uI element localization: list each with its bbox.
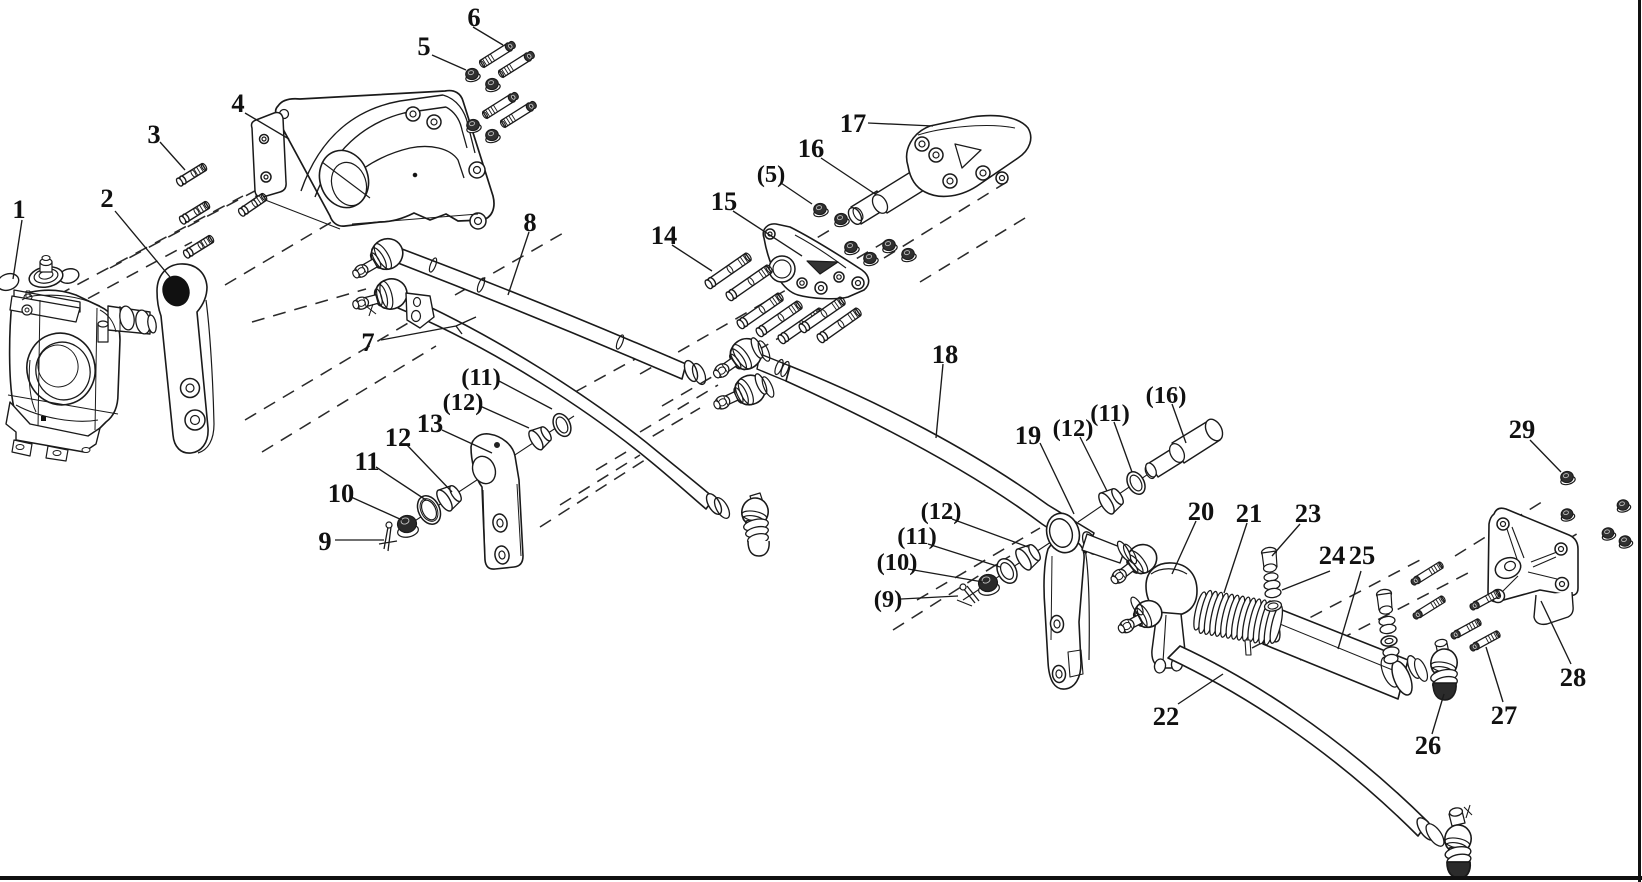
svg-text:29: 29 (1509, 414, 1536, 444)
svg-text:8: 8 (523, 207, 536, 237)
svg-text:28: 28 (1560, 662, 1587, 692)
svg-text:17: 17 (840, 108, 867, 138)
svg-text:4: 4 (231, 88, 244, 118)
svg-text:26: 26 (1415, 730, 1442, 760)
svg-text:13: 13 (417, 408, 444, 438)
svg-text:(12): (12) (921, 498, 962, 525)
svg-text:2: 2 (100, 183, 113, 213)
svg-text:23: 23 (1295, 498, 1322, 528)
svg-text:9: 9 (318, 526, 331, 556)
svg-text:16: 16 (798, 133, 825, 163)
svg-text:10: 10 (328, 478, 355, 508)
svg-text:(11): (11) (461, 364, 500, 391)
svg-text:20: 20 (1188, 496, 1215, 526)
svg-text:(12): (12) (1053, 415, 1094, 442)
svg-text:19: 19 (1015, 420, 1042, 450)
svg-text:(5): (5) (757, 161, 786, 188)
svg-text:3: 3 (147, 119, 160, 149)
svg-text:5: 5 (417, 31, 430, 61)
svg-text:27: 27 (1491, 700, 1518, 730)
svg-text:(16): (16) (1146, 382, 1187, 409)
svg-text:7: 7 (361, 327, 374, 357)
svg-text:(10): (10) (877, 549, 918, 576)
svg-text:(11): (11) (897, 523, 936, 550)
svg-text:22: 22 (1153, 701, 1180, 731)
svg-text:6: 6 (467, 2, 480, 32)
svg-text:14: 14 (651, 220, 678, 250)
svg-text:15: 15 (711, 186, 738, 216)
svg-text:12: 12 (385, 422, 412, 452)
svg-text:(9): (9) (874, 586, 903, 613)
svg-text:18: 18 (932, 339, 959, 369)
svg-text:11: 11 (354, 446, 379, 476)
svg-text:24: 24 (1319, 540, 1346, 570)
svg-text:1: 1 (12, 194, 25, 224)
svg-text:(11): (11) (1090, 400, 1129, 427)
svg-text:21: 21 (1236, 498, 1263, 528)
svg-text:25: 25 (1349, 540, 1376, 570)
svg-text:(12): (12) (443, 389, 484, 416)
